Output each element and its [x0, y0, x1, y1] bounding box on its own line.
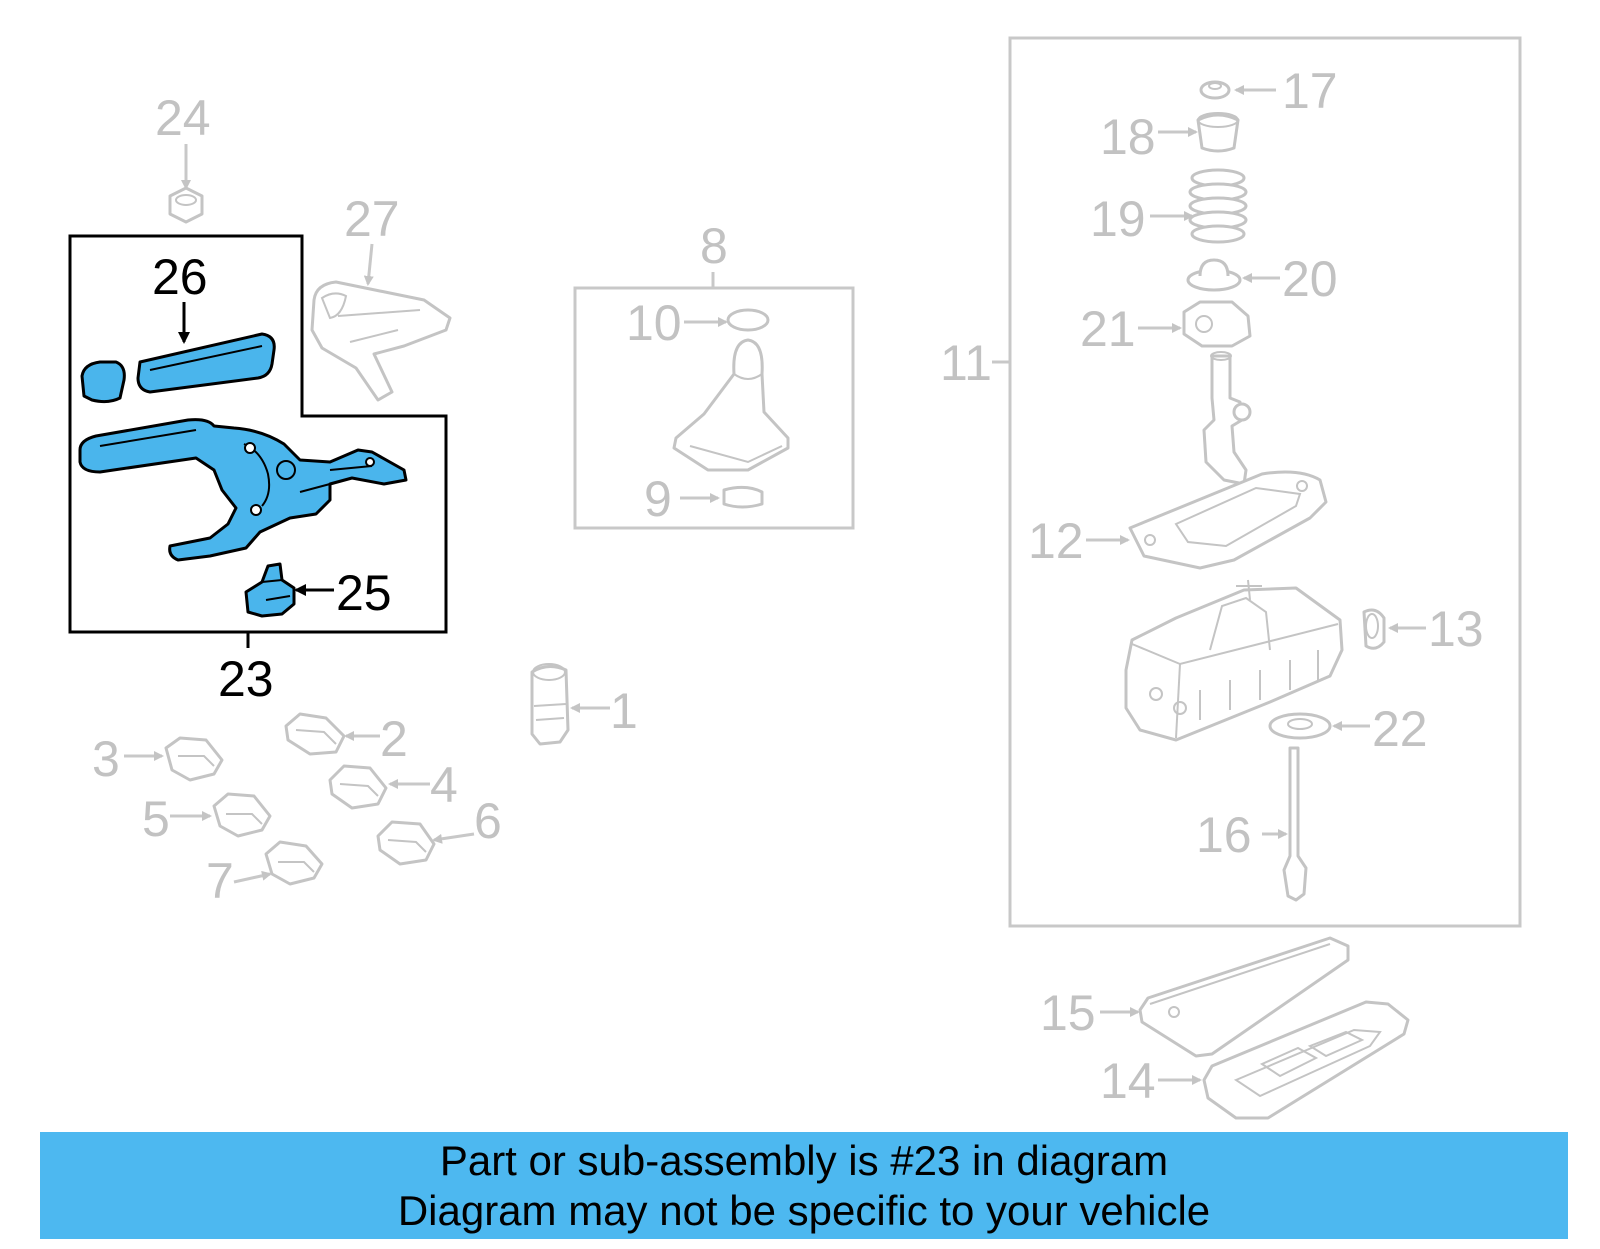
switch-button-part-4[interactable]: 4 — [328, 757, 458, 813]
assembly-23-group[interactable]: 23 26 25 — [68, 234, 448, 707]
switch-button-part-5[interactable]: 5 — [142, 791, 272, 847]
callout-23: 23 — [218, 651, 274, 707]
shifter-group-11[interactable]: 11 17 18 19 20 21 12 — [940, 36, 1522, 928]
group-8-outline — [573, 286, 855, 530]
shift-boot-group-8[interactable]: 8 10 9 — [573, 218, 855, 530]
banner-line-2: Diagram may not be specific to your vehi… — [397, 1187, 1211, 1234]
callout-24: 24 — [155, 90, 211, 146]
switch-part-25[interactable] — [244, 562, 296, 618]
callout-11: 11 — [940, 335, 992, 391]
assembly-23-outline — [68, 234, 448, 634]
callout-25: 25 — [336, 565, 392, 621]
switch-button-part-7[interactable]: 7 — [206, 840, 324, 909]
switch-button-part-6[interactable]: 6 — [376, 793, 502, 866]
grip-cover-part-26[interactable] — [80, 332, 276, 404]
callout-22: 22 — [1372, 701, 1428, 757]
callout-5: 5 — [142, 791, 170, 847]
callout-26: 26 — [152, 249, 208, 305]
banner-line-1: Part or sub-assembly is #23 in diagram — [439, 1137, 1169, 1184]
info-banner: Part or sub-assembly is #23 in diagram D… — [40, 1132, 1568, 1239]
callout-10: 10 — [626, 295, 682, 351]
callout-18: 18 — [1100, 109, 1156, 165]
bezel-part-14[interactable]: 14 — [1100, 1000, 1410, 1120]
callout-14: 14 — [1100, 1053, 1156, 1109]
nut-part-24[interactable]: 24 — [155, 90, 211, 224]
group-11-outline — [1008, 36, 1522, 928]
callout-8: 8 — [700, 218, 728, 274]
callout-27: 27 — [344, 191, 400, 247]
callout-3: 3 — [92, 731, 120, 787]
switch-button-part-3[interactable]: 3 — [92, 731, 224, 787]
callout-15: 15 — [1040, 985, 1096, 1041]
knob-part-1[interactable]: 1 — [530, 663, 638, 746]
callout-16: 16 — [1196, 807, 1252, 863]
callout-7: 7 — [206, 853, 234, 909]
callout-6: 6 — [474, 793, 502, 849]
cover-plate-part-15[interactable]: 15 — [1040, 936, 1350, 1058]
boot-part-27[interactable]: 27 — [310, 191, 452, 402]
callout-9: 9 — [644, 471, 672, 527]
callout-2: 2 — [380, 711, 408, 767]
callout-20: 20 — [1282, 251, 1338, 307]
callout-13: 13 — [1428, 601, 1484, 657]
callout-19: 19 — [1090, 191, 1146, 247]
callout-4: 4 — [430, 757, 458, 813]
callout-21: 21 — [1080, 301, 1136, 357]
switch-button-part-2[interactable]: 2 — [284, 711, 408, 767]
callout-17: 17 — [1282, 63, 1338, 119]
callout-1: 1 — [610, 683, 638, 739]
callout-12: 12 — [1028, 513, 1084, 569]
parking-brake-lever[interactable] — [78, 418, 408, 562]
